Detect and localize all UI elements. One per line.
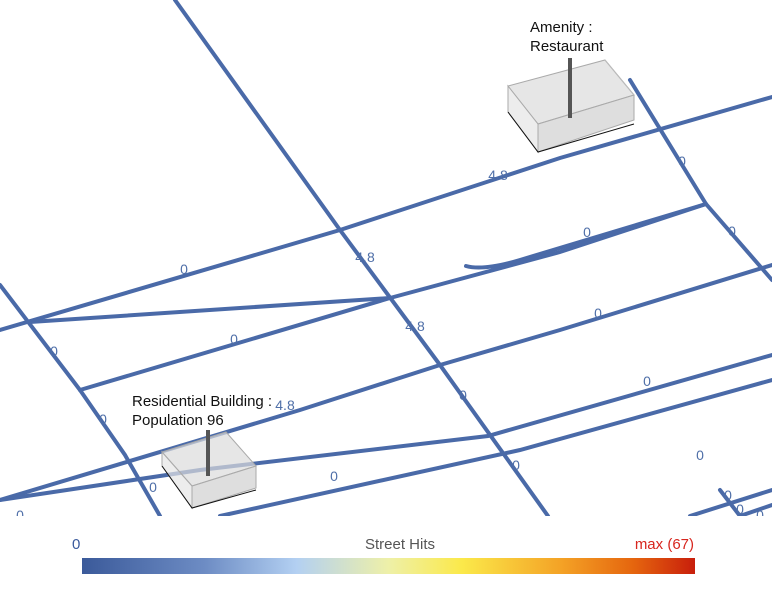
legend-min-label: 0 bbox=[72, 536, 81, 553]
street-hit-label: 4.8 bbox=[488, 167, 508, 183]
street-hit-label: 0 bbox=[330, 468, 338, 484]
street-hit-label: 0 bbox=[643, 373, 651, 389]
street-hit-label: 0 bbox=[512, 457, 520, 473]
street-hit-label: 0 bbox=[583, 224, 591, 240]
color-legend: 0 Street Hits max (67) bbox=[0, 516, 772, 612]
street-hit-label: 0 bbox=[16, 507, 24, 516]
street-network bbox=[0, 0, 772, 516]
legend-max-label: max (67) bbox=[634, 536, 694, 553]
amenity-label-line2: Restaurant bbox=[530, 38, 604, 55]
street-hit-label: 0 bbox=[756, 507, 764, 516]
street-hit-label: 0 bbox=[678, 153, 686, 169]
street-hit-label: 4.8 bbox=[355, 249, 375, 265]
residential-building-marker[interactable]: Residential Building : Population 96 bbox=[132, 393, 272, 510]
street-hit-label: 0 bbox=[736, 501, 744, 516]
street-segment[interactable] bbox=[0, 283, 162, 516]
amenity-restaurant-marker[interactable]: Amenity : Restaurant bbox=[507, 19, 635, 154]
street-hit-label: 0 bbox=[594, 305, 602, 321]
street-hit-label: 4.8 bbox=[275, 397, 295, 413]
street-hit-label: 0 bbox=[459, 387, 467, 403]
street-hit-label: 0 bbox=[728, 223, 736, 239]
street-segment[interactable] bbox=[628, 78, 772, 282]
residential-label-line2: Population 96 bbox=[132, 412, 224, 429]
street-hit-label: 0 bbox=[99, 411, 107, 427]
street-segment[interactable] bbox=[0, 353, 772, 502]
street-hit-label: 0 bbox=[230, 331, 238, 347]
legend-title: Street Hits bbox=[364, 536, 436, 553]
street-hit-label: 0 bbox=[696, 447, 704, 463]
amenity-label-line1: Amenity : bbox=[530, 19, 593, 36]
street-hit-label: 0 bbox=[180, 261, 188, 277]
residential-label-line1: Residential Building : bbox=[132, 393, 272, 410]
street-hit-label: 0 bbox=[50, 343, 58, 359]
street-segment[interactable] bbox=[28, 296, 392, 324]
street-hit-label: 0 bbox=[724, 487, 732, 503]
street-segment[interactable] bbox=[0, 95, 772, 332]
street-hit-label: 4.8 bbox=[405, 318, 425, 334]
street-segment[interactable] bbox=[218, 378, 772, 516]
street-segment[interactable] bbox=[738, 503, 772, 516]
street-segment[interactable] bbox=[173, 0, 550, 516]
street-hit-label: 0 bbox=[149, 479, 157, 495]
street-segment[interactable] bbox=[464, 202, 708, 270]
street-segment[interactable] bbox=[718, 488, 742, 516]
legend-gradient-bar bbox=[82, 558, 695, 574]
